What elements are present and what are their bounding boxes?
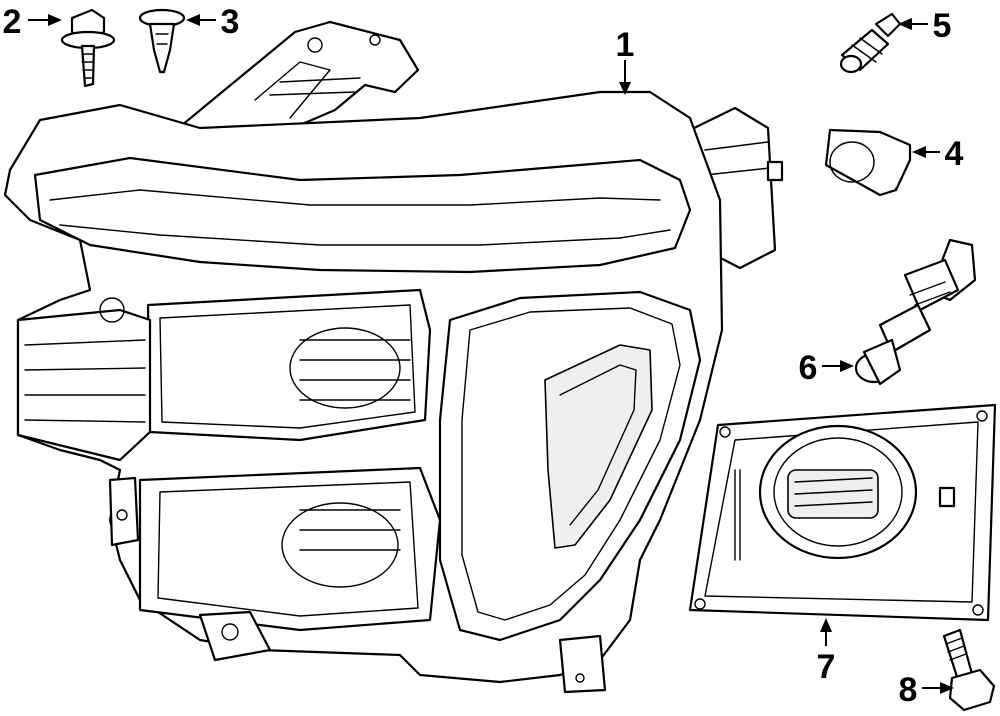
callout-3-label: 3	[221, 3, 240, 41]
callout-6-label: 6	[799, 349, 818, 387]
push-pin-retainer-icon	[138, 8, 186, 74]
callout-1-label: 1	[616, 26, 635, 64]
mounting-bolt-icon	[942, 628, 996, 712]
callout-5-label: 5	[933, 7, 952, 45]
small-bulb-icon	[839, 12, 902, 74]
bulb-socket-icon	[854, 238, 977, 386]
callout-4-label: 4	[945, 135, 964, 173]
callout-2-label: 2	[3, 3, 22, 41]
callout-8-label: 8	[899, 671, 918, 709]
flange-bolt-icon	[60, 8, 116, 88]
grommet-seal-icon	[824, 128, 912, 197]
ballast-module-icon	[688, 403, 997, 622]
headlamp-assembly-icon	[3, 20, 784, 694]
callout-leaders	[28, 14, 954, 694]
callout-7-label: 7	[817, 648, 836, 686]
